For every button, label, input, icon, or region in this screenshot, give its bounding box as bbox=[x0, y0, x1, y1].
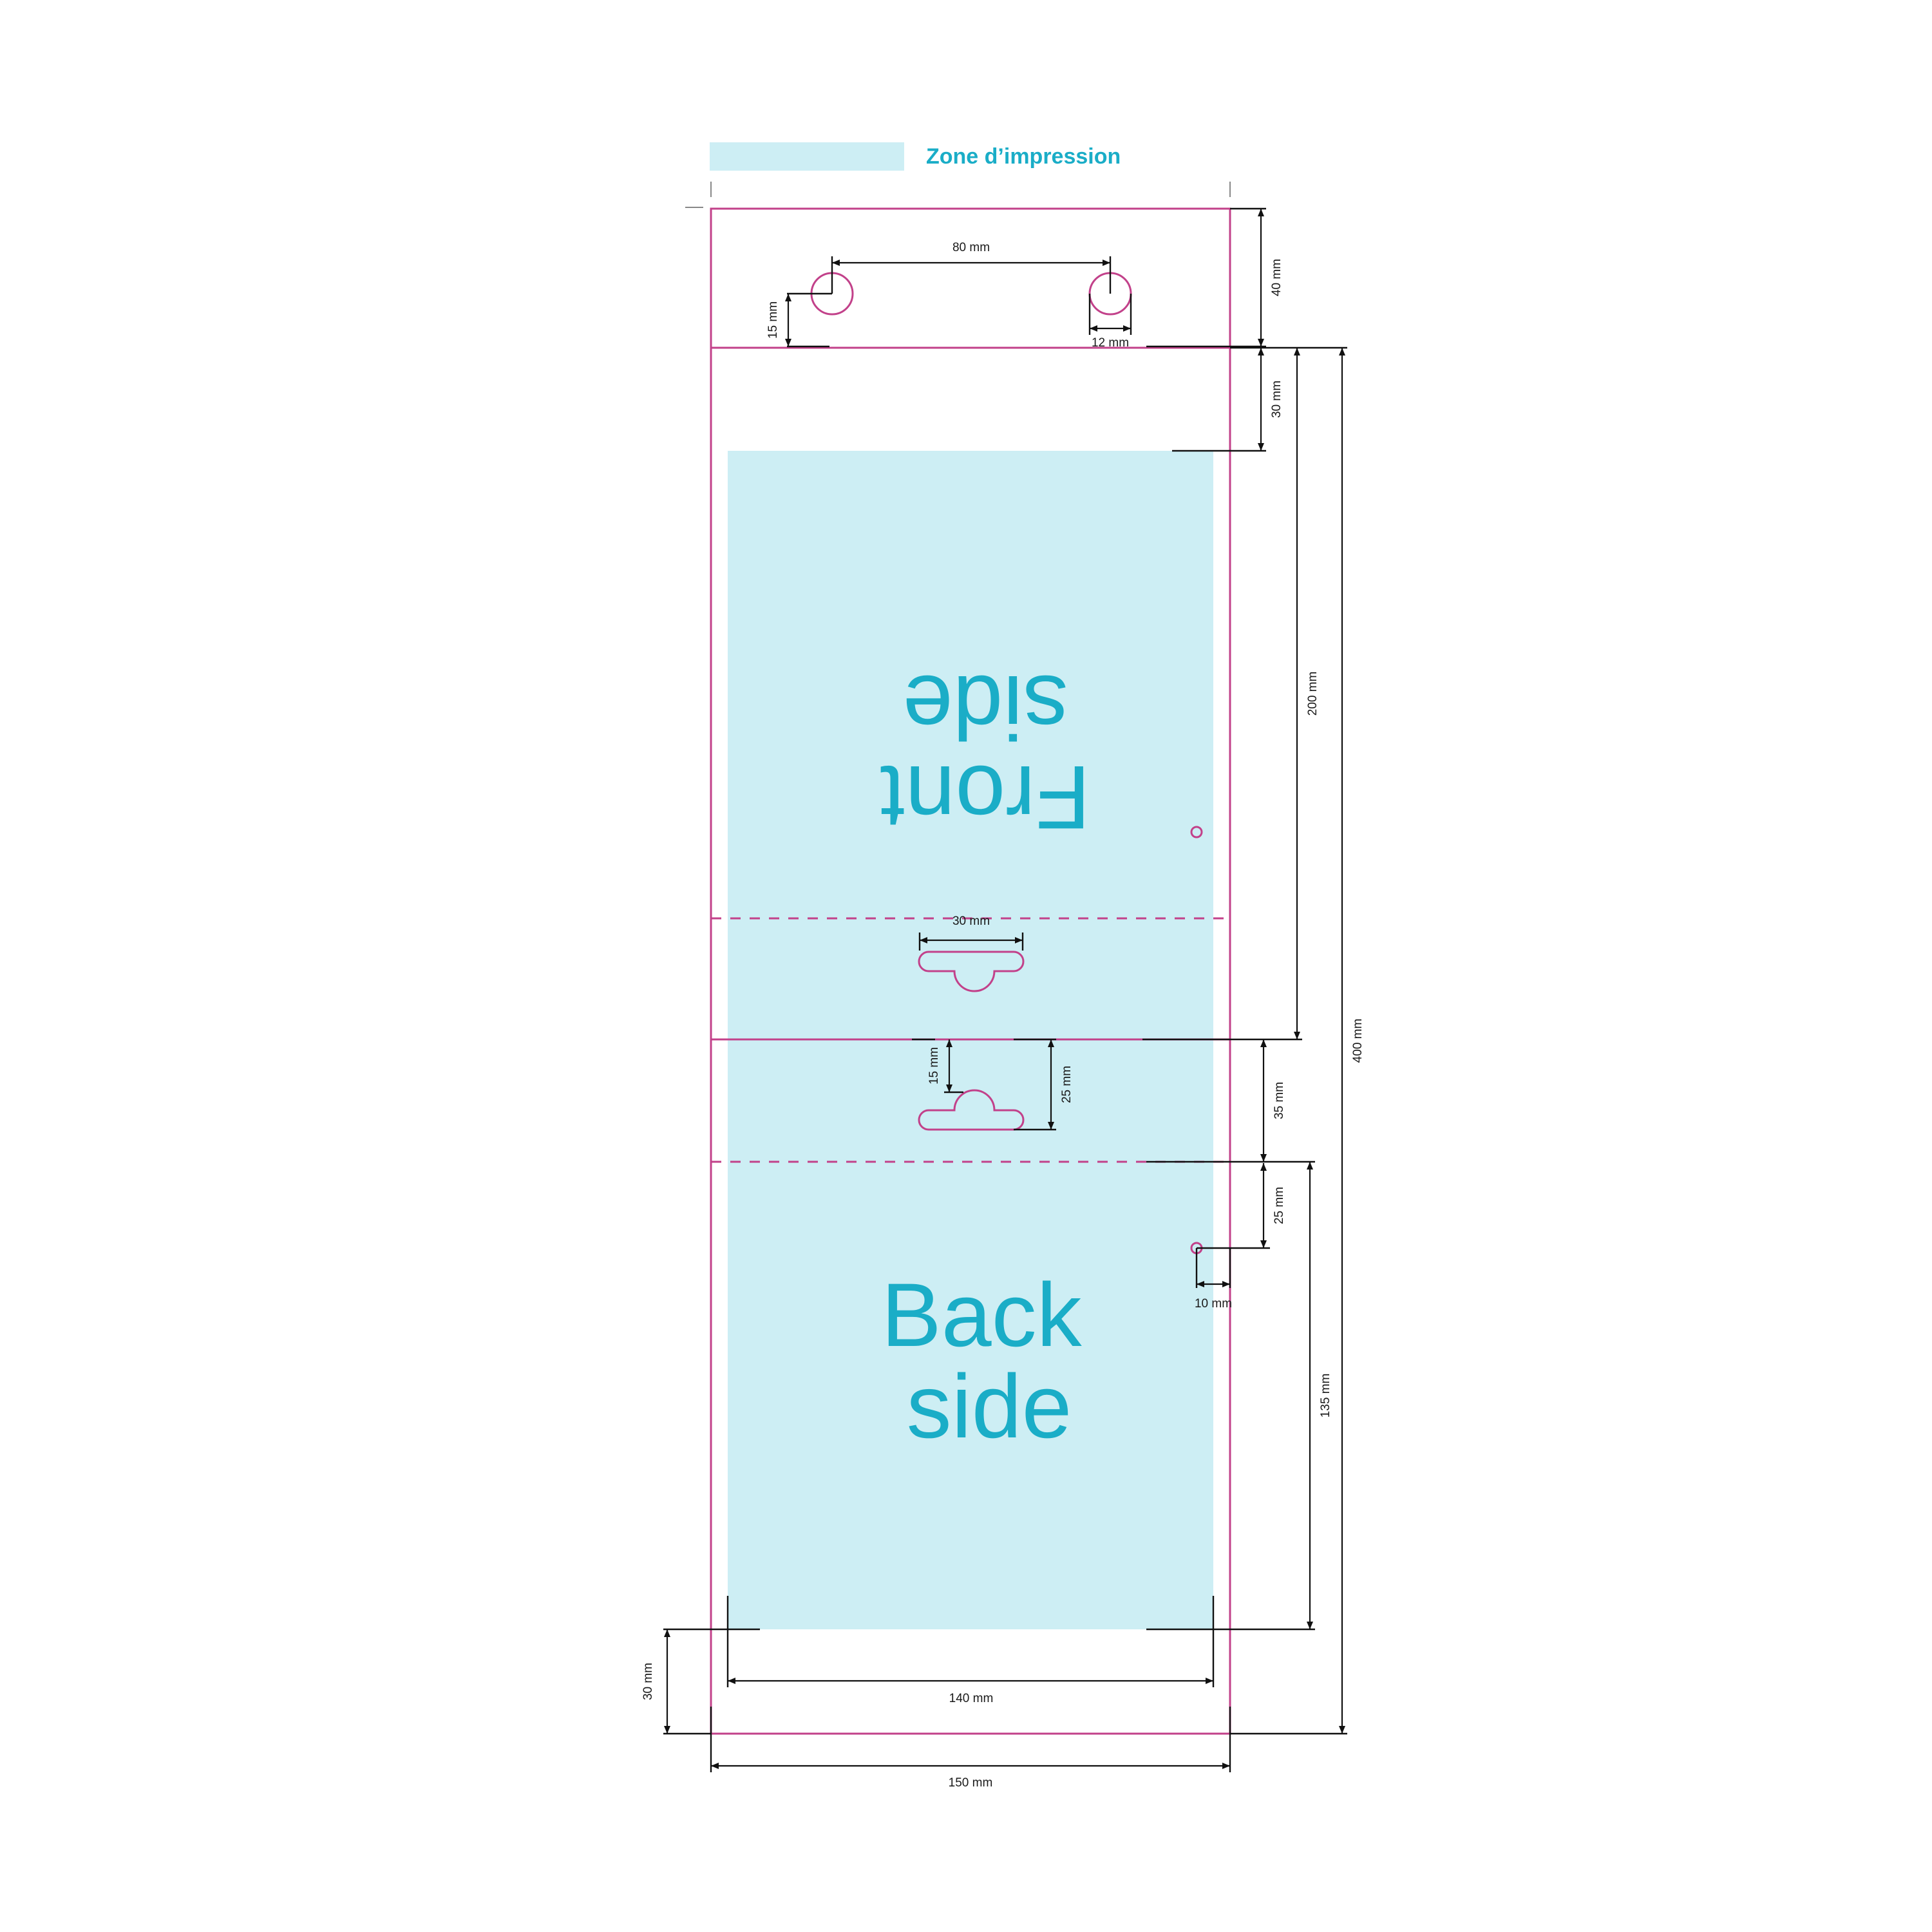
svg-text:25 mm: 25 mm bbox=[1060, 1066, 1074, 1103]
dim-total-width: 150 mm bbox=[710, 1707, 1231, 1790]
dim-tab-offset: 15 mm bbox=[912, 1038, 963, 1094]
tab-lower bbox=[918, 1089, 1025, 1131]
legend-swatch bbox=[710, 142, 904, 171]
dim-hole-spacing: 80 mm bbox=[831, 241, 1112, 294]
dim-back-height: 135 mm bbox=[1146, 1162, 1332, 1631]
svg-text:140 mm: 140 mm bbox=[949, 1692, 994, 1705]
svg-text:30 mm: 30 mm bbox=[952, 914, 990, 928]
svg-text:150 mm: 150 mm bbox=[949, 1776, 993, 1790]
svg-text:30 mm: 30 mm bbox=[641, 1663, 655, 1700]
dim-top-margin: 30 mm bbox=[1172, 348, 1283, 452]
dim-front-height: 200 mm bbox=[1142, 346, 1347, 1041]
dim-fold-height: 35 mm bbox=[1146, 1039, 1315, 1163]
svg-text:side: side bbox=[907, 1356, 1072, 1457]
slot-upper bbox=[918, 951, 1025, 992]
svg-text:80 mm: 80 mm bbox=[952, 241, 990, 254]
svg-text:400 mm: 400 mm bbox=[1351, 1019, 1365, 1063]
dim-hole-offset: 15 mm bbox=[766, 292, 832, 348]
dim-hole-diameter: 12 mm bbox=[1088, 294, 1132, 350]
card-outline bbox=[710, 207, 1231, 1735]
dim-tab-height: 25 mm bbox=[1014, 1038, 1074, 1131]
svg-text:25 mm: 25 mm bbox=[1273, 1187, 1286, 1224]
svg-text:30 mm: 30 mm bbox=[1270, 381, 1283, 418]
dim-slot-width: 30 mm bbox=[918, 914, 1024, 951]
dim-header-height: 40 mm bbox=[1146, 207, 1283, 348]
svg-text:12 mm: 12 mm bbox=[1092, 336, 1129, 350]
dim-total-height: 400 mm bbox=[1230, 348, 1365, 1735]
svg-text:Back: Back bbox=[881, 1264, 1082, 1365]
svg-text:135 mm: 135 mm bbox=[1319, 1374, 1332, 1418]
dim-pin-offset: 10 mm bbox=[1195, 1248, 1232, 1311]
svg-text:10 mm: 10 mm bbox=[1195, 1297, 1232, 1311]
pin-hole-upper bbox=[1190, 826, 1203, 838]
svg-text:15 mm: 15 mm bbox=[766, 301, 780, 339]
svg-text:15 mm: 15 mm bbox=[927, 1047, 941, 1084]
svg-text:35 mm: 35 mm bbox=[1273, 1082, 1286, 1119]
svg-text:200 mm: 200 mm bbox=[1306, 672, 1320, 716]
dim-bottom-margin: 30 mm bbox=[641, 1628, 760, 1735]
dim-back-offset: 25 mm bbox=[1197, 1163, 1286, 1249]
svg-text:side: side bbox=[903, 657, 1068, 758]
back-side-label: Back side bbox=[881, 1264, 1082, 1457]
dim-print-width: 140 mm bbox=[726, 1596, 1215, 1705]
front-side-label: Front side bbox=[880, 657, 1091, 848]
legend-label: Zone d’impression bbox=[926, 144, 1121, 169]
svg-text:40 mm: 40 mm bbox=[1270, 259, 1283, 296]
svg-text:Front: Front bbox=[880, 747, 1091, 848]
